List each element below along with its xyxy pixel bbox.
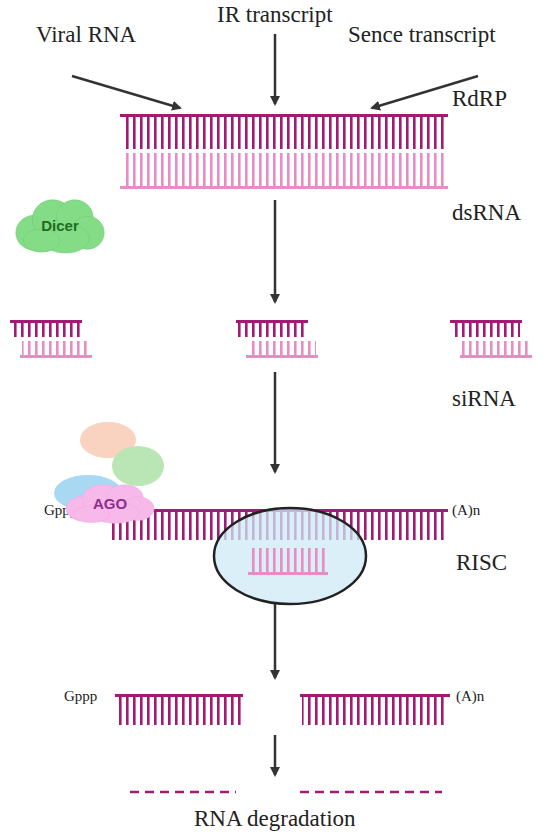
flow-arrows <box>72 34 478 775</box>
dsrna-duplex <box>120 114 448 189</box>
outcome-label: RNA degradation <box>194 806 356 831</box>
sirna-duplexes <box>10 320 532 358</box>
step-label: dsRNA <box>452 200 521 225</box>
step-label: RISC <box>456 550 507 575</box>
step-label: RdRP <box>452 86 507 111</box>
ago-complex-blobs <box>54 422 164 511</box>
source-label: IR transcript <box>217 2 333 27</box>
source-label: Sence transcript <box>348 22 496 47</box>
node-text: AGO <box>64 495 156 512</box>
mrna-target <box>110 508 448 604</box>
polya-label: (A)n <box>452 502 480 519</box>
step-label: siRNA <box>452 386 516 411</box>
cap-label: Gppp <box>64 688 97 705</box>
cleaved-mrna <box>115 694 450 725</box>
dicer-cloud: Dicer <box>14 196 106 254</box>
degraded-rna <box>130 791 442 794</box>
source-label: Viral RNA <box>36 22 136 47</box>
node-text: Dicer <box>14 217 106 234</box>
ago-cloud: AGO <box>64 482 156 524</box>
polya-label: (A)n <box>456 688 484 705</box>
